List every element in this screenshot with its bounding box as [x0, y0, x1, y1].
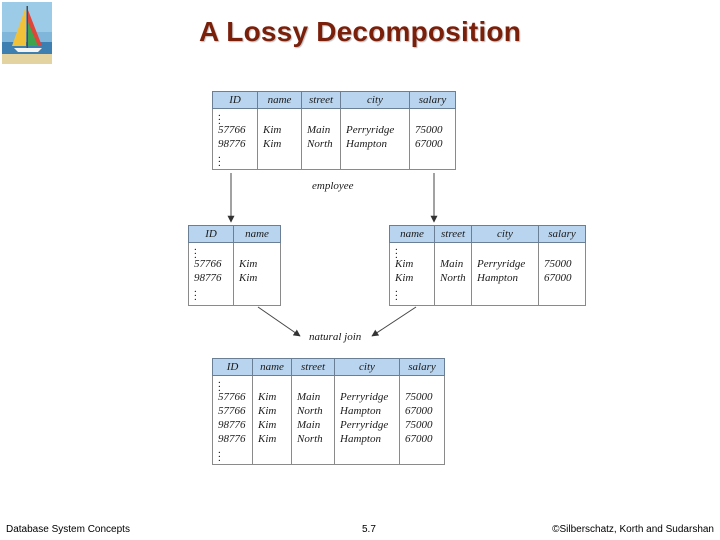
cell-name: Kim [252, 432, 292, 446]
ellipsis-row: ... [212, 445, 445, 465]
cell-name: Kim [252, 390, 292, 404]
cell-id: 98776 [188, 271, 234, 285]
column-header: name [389, 225, 435, 243]
cell-id: 98776 [212, 137, 258, 151]
table-row: 57766 Kim [188, 257, 281, 271]
footer-slide-number: 5.7 [362, 524, 376, 535]
cell-salary: 67000 [538, 271, 586, 285]
cell-city: Hampton [334, 404, 400, 418]
cell-salary: 75000 [399, 390, 445, 404]
cell-salary: 75000 [538, 257, 586, 271]
cell-name: Kim [233, 257, 281, 271]
sailboat-logo-icon [2, 2, 52, 64]
ellipsis-row: ... [212, 108, 456, 127]
employee-caption: employee [312, 180, 354, 192]
column-header: salary [399, 358, 445, 376]
cell-street: Main [301, 123, 341, 137]
cell-salary: 67000 [399, 404, 445, 418]
ellipsis-row: ... [389, 242, 586, 261]
cell-street: North [434, 271, 472, 285]
column-header: salary [538, 225, 586, 243]
natural-join-label: natural join [309, 331, 362, 343]
cell-city: Perryridge [334, 418, 400, 432]
table-row: 57766 Kim Main Perryridge 75000 [212, 123, 456, 137]
cell-salary: 75000 [409, 123, 456, 137]
ellipsis-row: ... [188, 242, 281, 261]
cell-name: Kim [252, 404, 292, 418]
table-row: Kim Main Perryridge 75000 [389, 257, 586, 271]
cell-salary: 75000 [399, 418, 445, 432]
footer-copyright: ©Silberschatz, Korth and Sudarshan [552, 524, 714, 535]
cell-city: Hampton [340, 137, 410, 151]
table-row: Kim North Hampton 67000 [389, 271, 586, 285]
table-row: 98776 Kim North Hampton 67000 [212, 432, 445, 446]
cell-id: 57766 [212, 404, 253, 418]
cell-street: North [291, 404, 335, 418]
column-header: name [252, 358, 292, 376]
employee-table: ID name street city salary ... 57766 Kim… [212, 91, 456, 170]
cell-id: 57766 [212, 123, 258, 137]
cell-street: Main [434, 257, 472, 271]
cell-id: 57766 [212, 390, 253, 404]
column-header: ID [212, 91, 258, 109]
cell-street: North [291, 432, 335, 446]
column-header: city [471, 225, 539, 243]
cell-city: Hampton [334, 432, 400, 446]
cell-name: Kim [252, 418, 292, 432]
cell-id: 98776 [212, 418, 253, 432]
left-projection-table: ID name ... 57766 Kim 98776 Kim ... [188, 225, 281, 306]
cell-name: Kim [233, 271, 281, 285]
ellipsis-row: ... [212, 375, 445, 394]
column-header: city [340, 91, 410, 109]
cell-street: Main [291, 418, 335, 432]
cell-city: Hampton [471, 271, 539, 285]
footer-course-name: Database System Concepts [6, 524, 130, 535]
join-result-table: ID name street city salary ... 57766 Kim… [212, 358, 445, 465]
table-row: 98776 Kim [188, 271, 281, 285]
arrow-right-to-join [371, 306, 417, 337]
cell-name: Kim [389, 257, 435, 271]
cell-salary: 67000 [399, 432, 445, 446]
column-header: name [233, 225, 281, 243]
column-header: name [257, 91, 302, 109]
column-header: city [334, 358, 400, 376]
ellipsis-row: ... [188, 284, 281, 306]
ellipsis-row: ... [389, 284, 586, 306]
cell-street: Main [291, 390, 335, 404]
column-header: ID [188, 225, 234, 243]
ellipsis-row: ... [212, 150, 456, 170]
cell-id: 98776 [212, 432, 253, 446]
cell-city: Perryridge [471, 257, 539, 271]
cell-name: Kim [389, 271, 435, 285]
cell-name: Kim [257, 123, 302, 137]
cell-street: North [301, 137, 341, 151]
column-header: ID [212, 358, 253, 376]
column-header: salary [409, 91, 456, 109]
arrow-left-to-join [257, 306, 301, 337]
cell-salary: 67000 [409, 137, 456, 151]
cell-id: 57766 [188, 257, 234, 271]
cell-city: Perryridge [340, 123, 410, 137]
column-header: street [434, 225, 472, 243]
right-projection-table: name street city salary ... Kim Main Per… [389, 225, 586, 306]
column-header: street [301, 91, 341, 109]
table-row: 98776 Kim North Hampton 67000 [212, 137, 456, 151]
page-title: A Lossy Decomposition [198, 16, 522, 47]
cell-name: Kim [257, 137, 302, 151]
cell-city: Perryridge [334, 390, 400, 404]
table-row: 57766 Kim Main Perryridge 75000 [212, 390, 445, 404]
table-row: 57766 Kim North Hampton 67000 [212, 404, 445, 418]
column-header: street [291, 358, 335, 376]
table-row: 98776 Kim Main Perryridge 75000 [212, 418, 445, 432]
